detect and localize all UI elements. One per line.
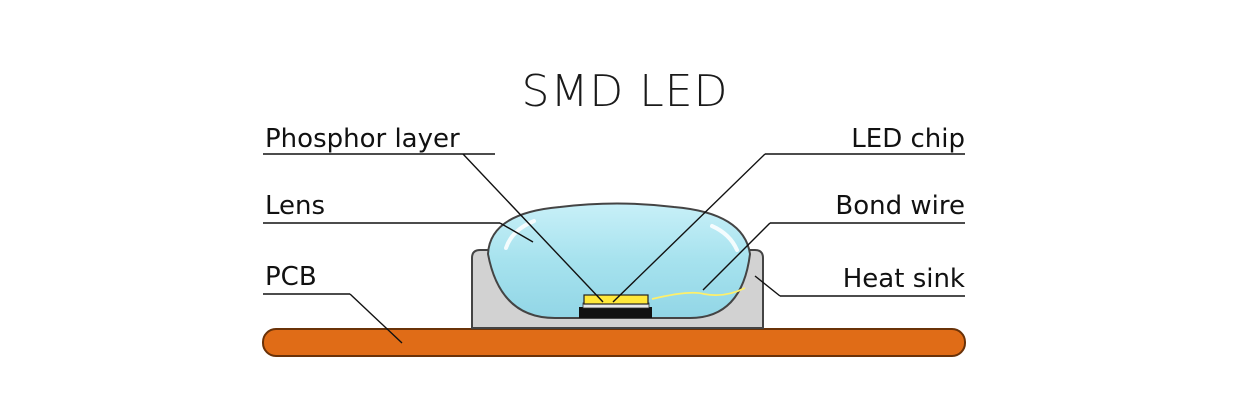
led-chip-base xyxy=(579,307,652,318)
pcb-board xyxy=(262,328,966,357)
lens-highlight-right xyxy=(710,224,739,252)
label-phosphor-layer: Phosphor layer xyxy=(265,124,460,154)
label-lens: Lens xyxy=(265,191,326,221)
label-heat-sink: Heat sink xyxy=(842,264,965,294)
label-pcb: PCB xyxy=(265,262,317,292)
pcb-leader xyxy=(349,293,403,344)
diagram-title: SMD LED xyxy=(521,66,729,117)
bond-wire xyxy=(651,287,746,300)
phosphor-leader xyxy=(462,153,604,303)
heatsink-leader xyxy=(754,275,781,297)
lens-leader xyxy=(499,222,534,243)
label-bond-wire: Bond wire xyxy=(835,191,965,221)
bondwire-leader xyxy=(702,222,771,291)
label-led-chip: LED chip xyxy=(851,124,965,154)
ledchip-leader xyxy=(612,153,766,303)
